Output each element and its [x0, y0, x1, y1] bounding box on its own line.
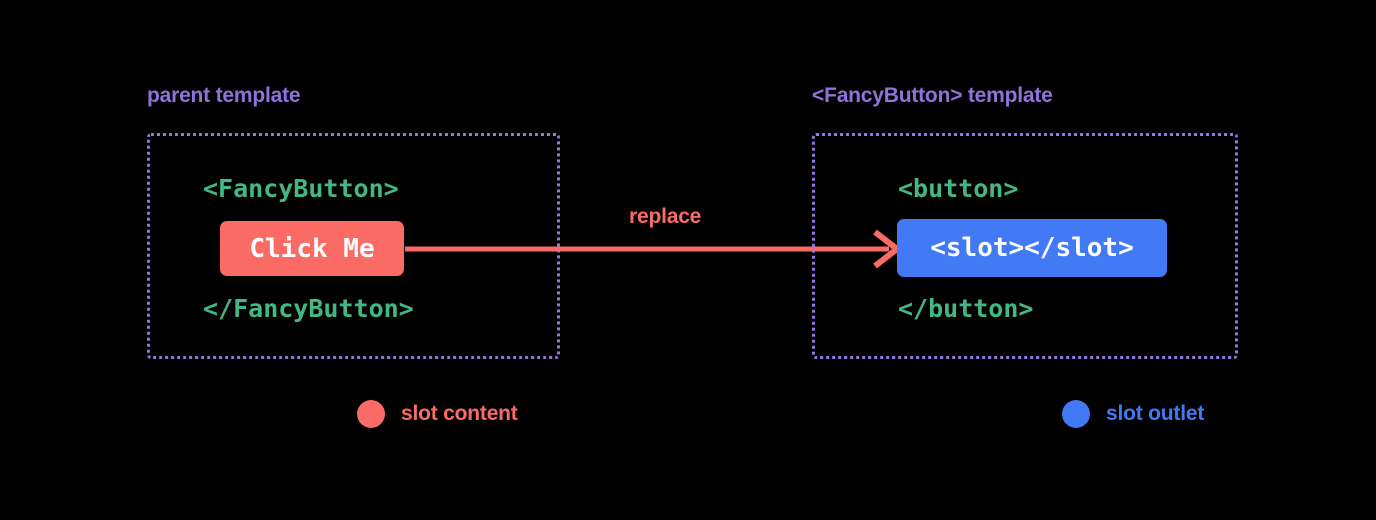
legend-item-slot-content: slot content [357, 400, 518, 428]
slot-content-chip: Click Me [220, 221, 404, 276]
legend-item-slot-outlet: slot outlet [1062, 400, 1204, 428]
legend-slot-outlet-label: slot outlet [1106, 402, 1205, 425]
button-close-tag: </button> [898, 294, 1034, 323]
replace-label: replace [629, 205, 702, 228]
legend-slot-content-circle-icon [357, 400, 385, 428]
parent-template-title: parent template [147, 84, 301, 107]
parent-template-box [147, 133, 560, 359]
parent-close-tag: </FancyButton> [203, 294, 414, 323]
legend-slot-content-label: slot content [401, 402, 518, 425]
parent-open-tag: <FancyButton> [203, 174, 399, 203]
slot-outlet-chip: <slot></slot> [897, 219, 1167, 277]
fancybutton-template-box [812, 133, 1238, 359]
fancybutton-template-title: <FancyButton> template [812, 84, 1053, 107]
button-open-tag: <button> [898, 174, 1019, 203]
legend-slot-outlet-circle-icon [1062, 400, 1090, 428]
